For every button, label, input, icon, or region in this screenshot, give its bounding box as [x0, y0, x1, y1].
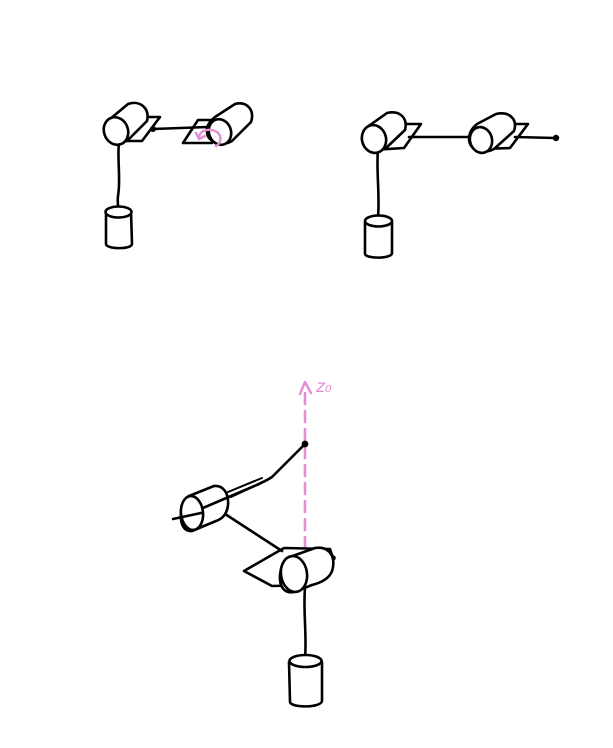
shoulder-joint-cylinder — [360, 111, 407, 155]
link-vertical — [376, 147, 380, 219]
shoulder-joint-cylinder — [102, 101, 149, 147]
arm-sketch-1 — [102, 101, 254, 250]
z0-axis-label: z₀ — [315, 377, 332, 397]
elbow-axis-rod — [171, 511, 203, 521]
shoulder-joint-cylinder — [278, 546, 335, 594]
end-effector-dot — [301, 440, 309, 448]
link-vertical — [116, 140, 121, 214]
base-cylinder — [363, 214, 394, 259]
elbow-joint-cylinder — [467, 112, 517, 155]
base-cylinder — [287, 653, 324, 708]
base-cylinder — [104, 205, 134, 250]
link-upper-arm — [220, 510, 284, 553]
joint-dot — [150, 126, 156, 132]
link-vertical — [303, 586, 307, 660]
forearm-link-edge — [230, 483, 260, 498]
forearm-link-edge — [227, 477, 263, 493]
link-horizontal — [151, 125, 210, 131]
z0-axis-arrowhead-icon — [298, 380, 313, 396]
arm-sketch-3: z₀ — [171, 377, 336, 708]
arm-sketch-2 — [360, 111, 560, 259]
elbow-joint-cylinder — [205, 102, 254, 147]
end-effector-link — [513, 135, 557, 140]
end-effector-dot — [552, 134, 560, 142]
rotation-arrow-icon — [194, 128, 222, 148]
